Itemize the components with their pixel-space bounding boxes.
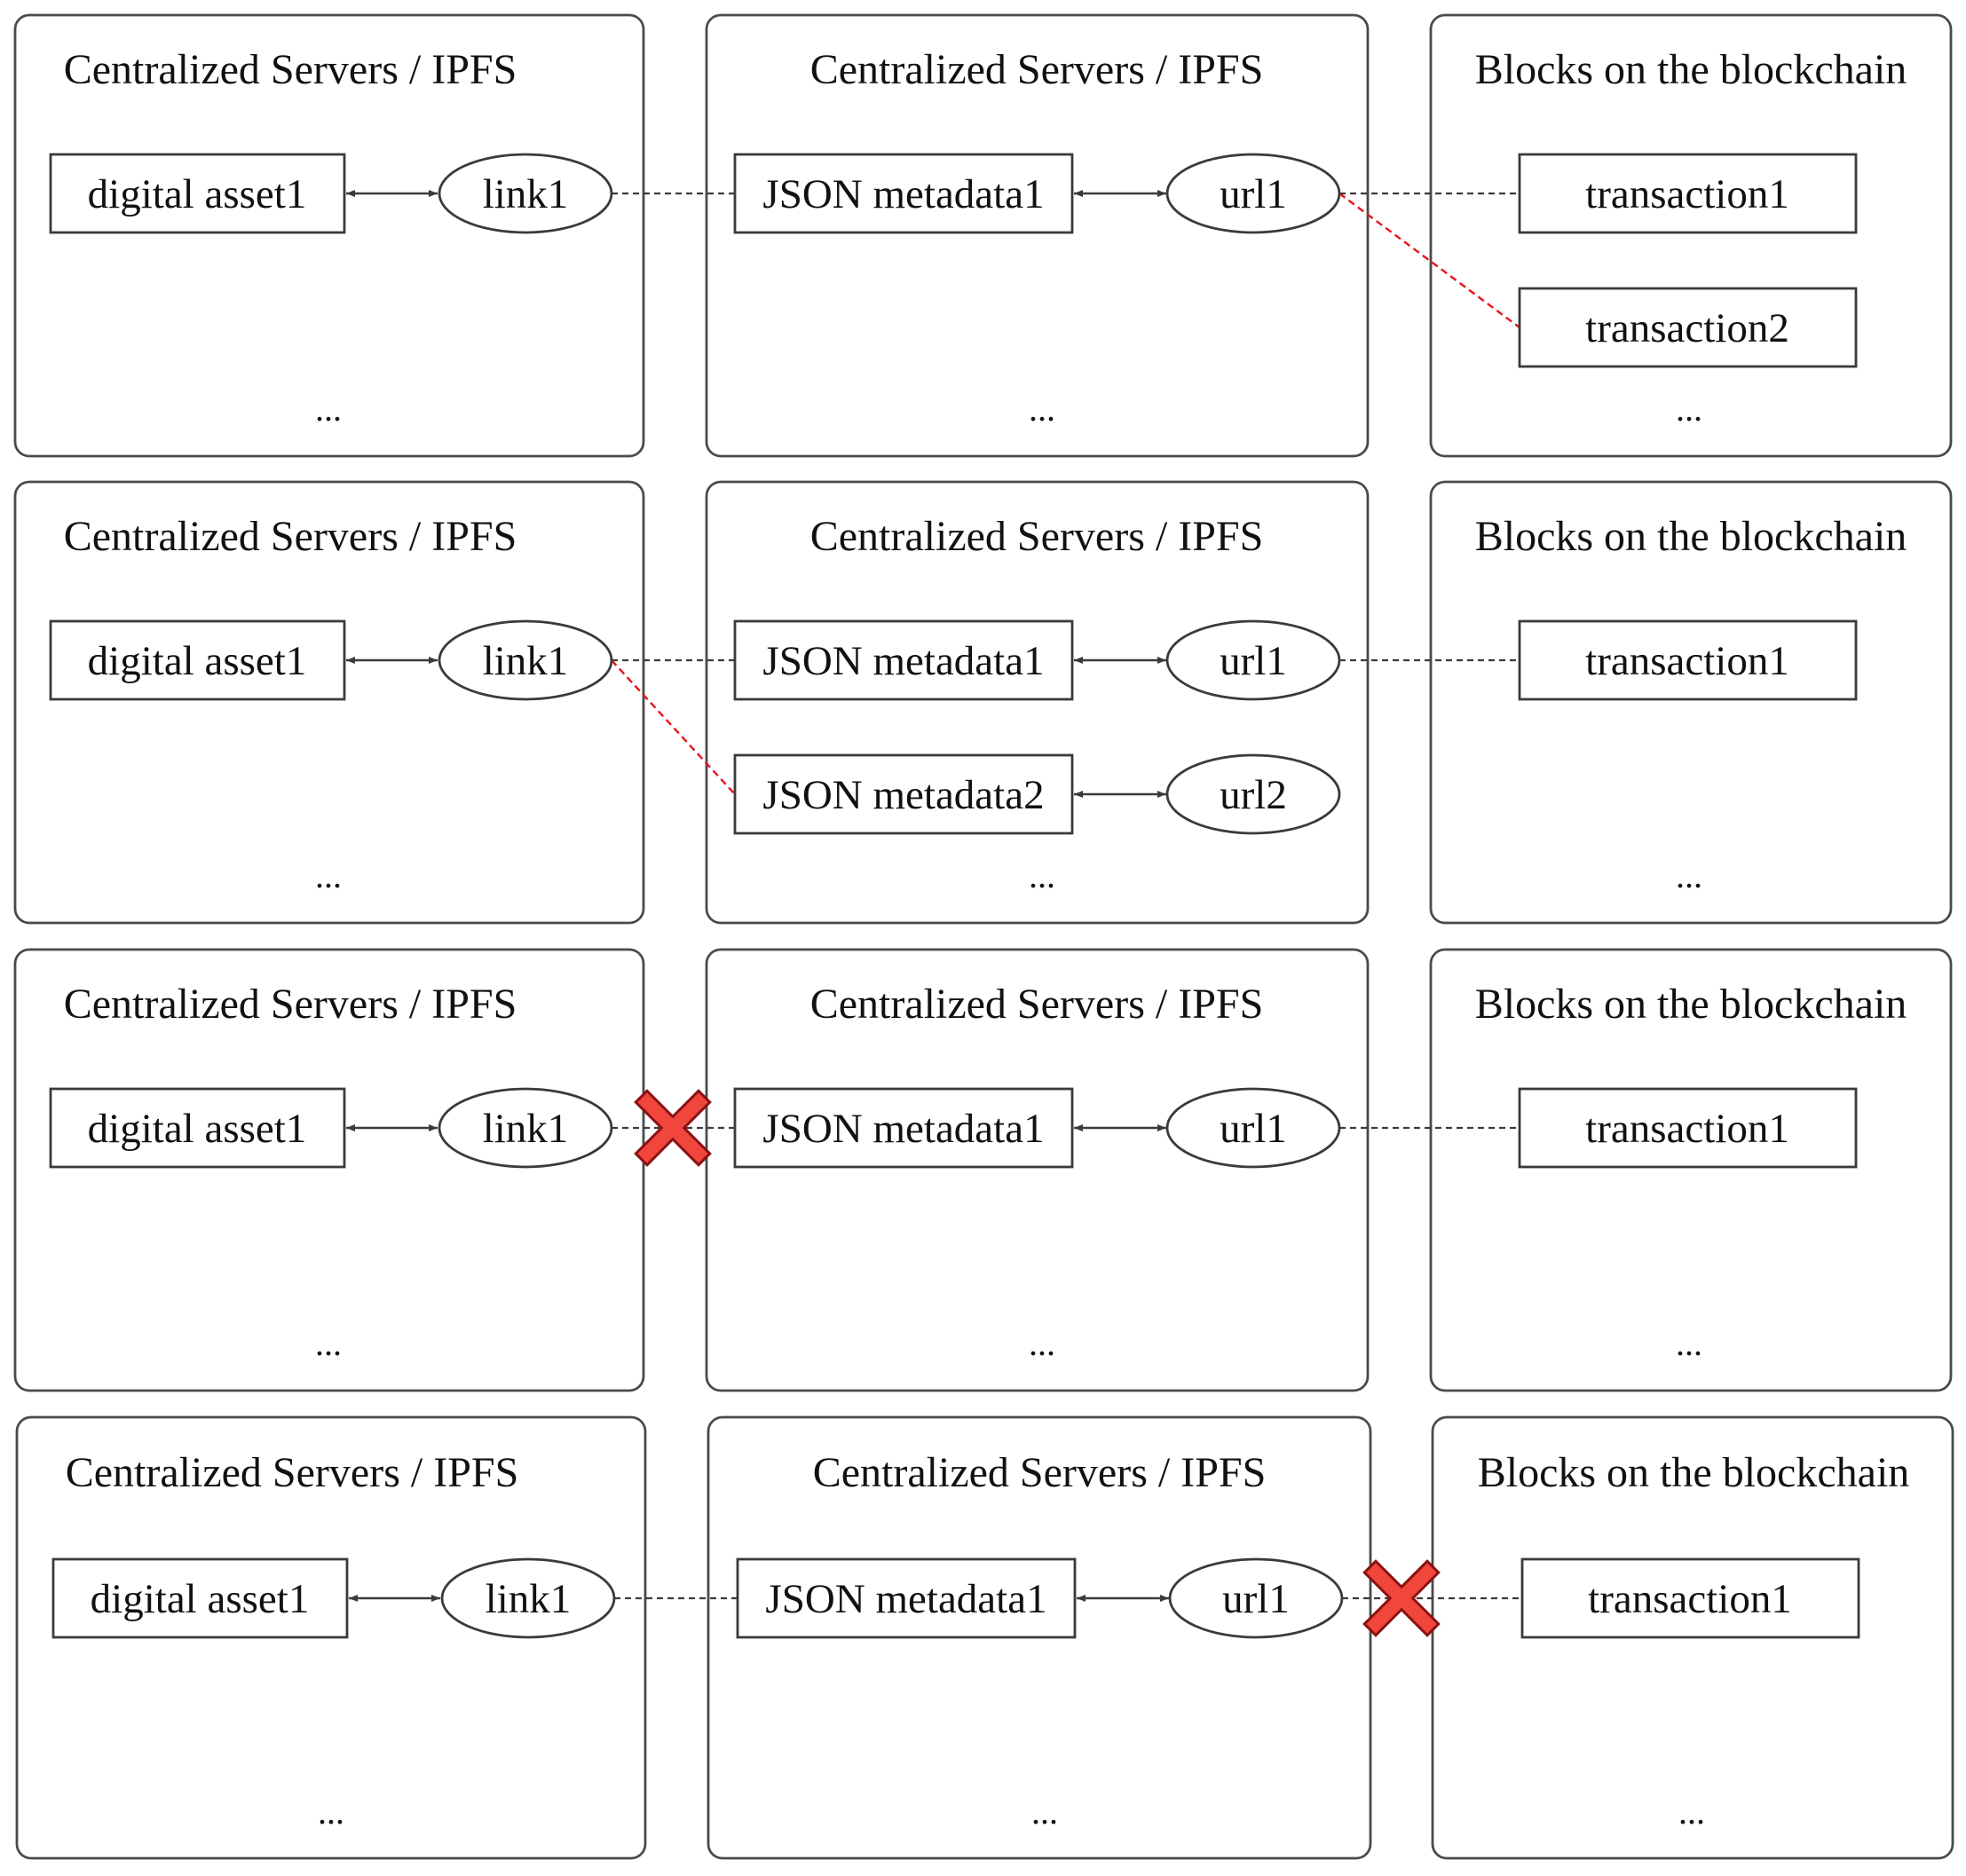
url-label: url1	[1222, 1576, 1290, 1622]
ellipsis-middle: ...	[1029, 1323, 1055, 1363]
panel-title-left: Centralized Servers / IPFS	[64, 513, 517, 560]
panel-left	[13, 13, 645, 458]
panel-title-middle: Centralized Servers / IPFS	[810, 513, 1264, 560]
panel-title-left: Centralized Servers / IPFS	[66, 1449, 519, 1496]
ellipsis-right: ...	[1676, 1323, 1702, 1363]
transaction-box	[1518, 619, 1858, 701]
panel-title-middle: Centralized Servers / IPFS	[810, 46, 1264, 93]
link-ellipse	[438, 619, 613, 701]
ellipsis-left: ...	[318, 1792, 344, 1832]
panel-title-right: Blocks on the blockchain	[1475, 981, 1907, 1028]
json-metadata-label: JSON metadata1	[765, 1576, 1046, 1622]
ellipsis-middle: ...	[1029, 389, 1055, 429]
json-metadata-box	[733, 1087, 1074, 1169]
transaction-label: transaction1	[1585, 638, 1789, 684]
json-metadata-box	[736, 1557, 1077, 1639]
digital-asset-box	[49, 153, 346, 234]
url-extra-ellipse	[1165, 753, 1341, 835]
panel-title-right: Blocks on the blockchain	[1475, 46, 1907, 93]
panel-title-left: Centralized Servers / IPFS	[64, 981, 517, 1028]
ellipsis-right: ...	[1678, 1792, 1705, 1832]
panel-title-middle: Centralized Servers / IPFS	[813, 1449, 1267, 1496]
panel-title-right: Blocks on the blockchain	[1475, 513, 1907, 560]
panel-title-middle: Centralized Servers / IPFS	[810, 981, 1264, 1028]
panel-title-right: Blocks on the blockchain	[1478, 1449, 1910, 1496]
diagram-row-1: Centralized Servers / IPFS Centralized S…	[13, 13, 1953, 458]
transaction-box	[1520, 1557, 1860, 1639]
transaction-label: transaction1	[1585, 1106, 1789, 1152]
ellipsis-middle: ...	[1031, 1792, 1058, 1832]
link-label: link1	[483, 1106, 569, 1152]
panel-middle	[705, 13, 1370, 458]
broken-link-x-icon	[634, 1089, 712, 1167]
transaction-extra-box	[1518, 287, 1858, 368]
link-ellipse	[438, 1087, 613, 1169]
json-metadata-label: JSON metadata1	[762, 638, 1044, 684]
diagram-row-3: Centralized Servers / IPFS Centralized S…	[13, 948, 1953, 1392]
ellipsis-right: ...	[1676, 389, 1702, 429]
panel-title-left: Centralized Servers / IPFS	[64, 46, 517, 93]
digital-asset-box	[49, 1087, 346, 1169]
digital-asset-label: digital asset1	[91, 1576, 310, 1622]
panel-right	[1429, 948, 1953, 1392]
link-to-new-metadata-line	[611, 659, 736, 795]
url-ellipse	[1165, 619, 1341, 701]
ellipsis-left: ...	[315, 855, 342, 895]
transaction-box	[1518, 153, 1858, 234]
link-label: link1	[483, 638, 569, 684]
link-ellipse	[440, 1557, 616, 1639]
transaction-box	[1518, 1087, 1858, 1169]
url-label: url1	[1220, 638, 1287, 684]
panel-left	[13, 480, 645, 925]
json-metadata-box	[733, 619, 1074, 701]
digital-asset-label: digital asset1	[88, 171, 307, 217]
transaction-label: transaction1	[1588, 1576, 1792, 1622]
digital-asset-box	[49, 619, 346, 701]
json-metadata-label: JSON metadata1	[762, 1106, 1044, 1152]
json-metadata-extra-label: JSON metadata2	[762, 772, 1044, 818]
link-ellipse	[438, 153, 613, 234]
digital-asset-label: digital asset1	[88, 1106, 307, 1152]
ellipsis-right: ...	[1676, 855, 1702, 895]
diagram-row-2: Centralized Servers / IPFS Centralized S…	[13, 480, 1953, 925]
broken-link-x-icon	[1362, 1559, 1441, 1637]
panel-middle	[705, 948, 1370, 1392]
ellipsis-left: ...	[315, 1323, 342, 1363]
transaction-label: transaction1	[1585, 171, 1789, 217]
link-label: link1	[486, 1576, 572, 1622]
url-extra-label: url2	[1220, 772, 1287, 818]
ellipsis-left: ...	[315, 389, 342, 429]
ellipsis-middle: ...	[1029, 855, 1055, 895]
panel-left	[13, 948, 645, 1392]
panel-right	[1429, 480, 1953, 925]
link-label: link1	[483, 171, 569, 217]
transaction-extra-label: transaction2	[1585, 305, 1789, 351]
json-metadata-box	[733, 153, 1074, 234]
url-ellipse	[1165, 153, 1341, 234]
url-label: url1	[1220, 1106, 1287, 1152]
url-ellipse	[1165, 1087, 1341, 1169]
json-metadata-extra-box	[733, 753, 1074, 835]
diagram-row-4: Centralized Servers / IPFS Centralized S…	[15, 1415, 1954, 1860]
json-metadata-label: JSON metadata1	[762, 171, 1044, 217]
url-ellipse	[1168, 1557, 1344, 1639]
digital-asset-box	[51, 1557, 349, 1639]
url-label: url1	[1220, 171, 1287, 217]
digital-asset-label: digital asset1	[88, 638, 307, 684]
url-to-new-transaction-line	[1338, 193, 1520, 328]
